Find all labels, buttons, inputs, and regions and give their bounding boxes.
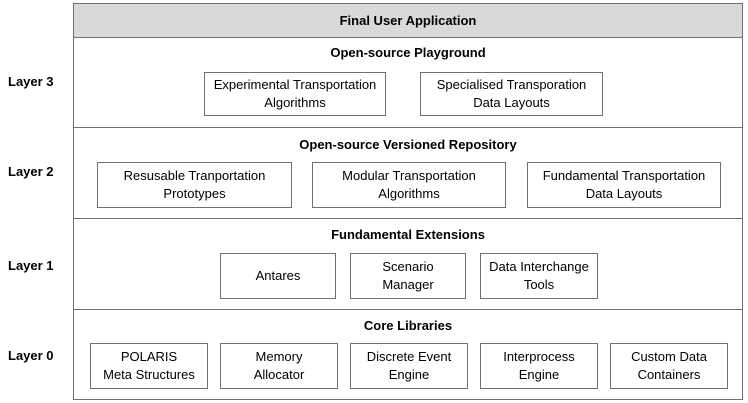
layer-0-box-custom-data-containers: Custom Data Containers <box>610 343 728 389</box>
layer-0-title: Core Libraries <box>363 318 453 333</box>
layer-1-title: Fundamental Extensions <box>331 227 485 242</box>
layer-1-box-data-interchange-tools: Data Interchange Tools <box>480 253 598 299</box>
layer-1-band: Fundamental Extensions Antares Scenario … <box>73 218 743 310</box>
final-user-application-band: Final User Application <box>73 3 743 38</box>
layer-2-title: Open-source Versioned Repository <box>299 137 517 152</box>
layer-0-box-polaris-meta-structures: POLARIS Meta Structures <box>90 343 208 389</box>
layer-0-box-interprocess-engine: Interprocess Engine <box>480 343 598 389</box>
layer-0-box-discrete-event-engine: Discrete Event Engine <box>350 343 468 389</box>
layer-2-box-modular-algorithms: Modular Transportation Algorithms <box>312 162 506 208</box>
layer-1-box-antares: Antares <box>220 253 336 299</box>
layer-2-box-fundamental-data-layouts: Fundamental Transportation Data Layouts <box>527 162 721 208</box>
layer-3-label: Layer 3 <box>8 74 54 89</box>
layer-2-label: Layer 2 <box>8 164 54 179</box>
layer-2-band: Open-source Versioned Repository Resusab… <box>73 127 743 219</box>
layer-2-box-reusable-prototypes: Resusable Tranportation Prototypes <box>97 162 292 208</box>
layer-1-box-scenario-manager: Scenario Manager <box>350 253 466 299</box>
layer-3-title: Open-source Playground <box>330 45 486 60</box>
layer-0-label: Layer 0 <box>8 348 54 363</box>
layer-0-band: Core Libraries POLARIS Meta Structures M… <box>73 309 743 400</box>
layer-1-label: Layer 1 <box>8 258 54 273</box>
final-user-application-title: Final User Application <box>339 13 477 28</box>
layer-0-box-memory-allocator: Memory Allocator <box>220 343 338 389</box>
layer-3-box-experimental-algorithms: Experimental Transportation Algorithms <box>204 72 386 116</box>
layer-3-band: Open-source Playground Experimental Tran… <box>73 37 743 128</box>
layer-3-box-specialised-data-layouts: Specialised Transporation Data Layouts <box>420 72 603 116</box>
